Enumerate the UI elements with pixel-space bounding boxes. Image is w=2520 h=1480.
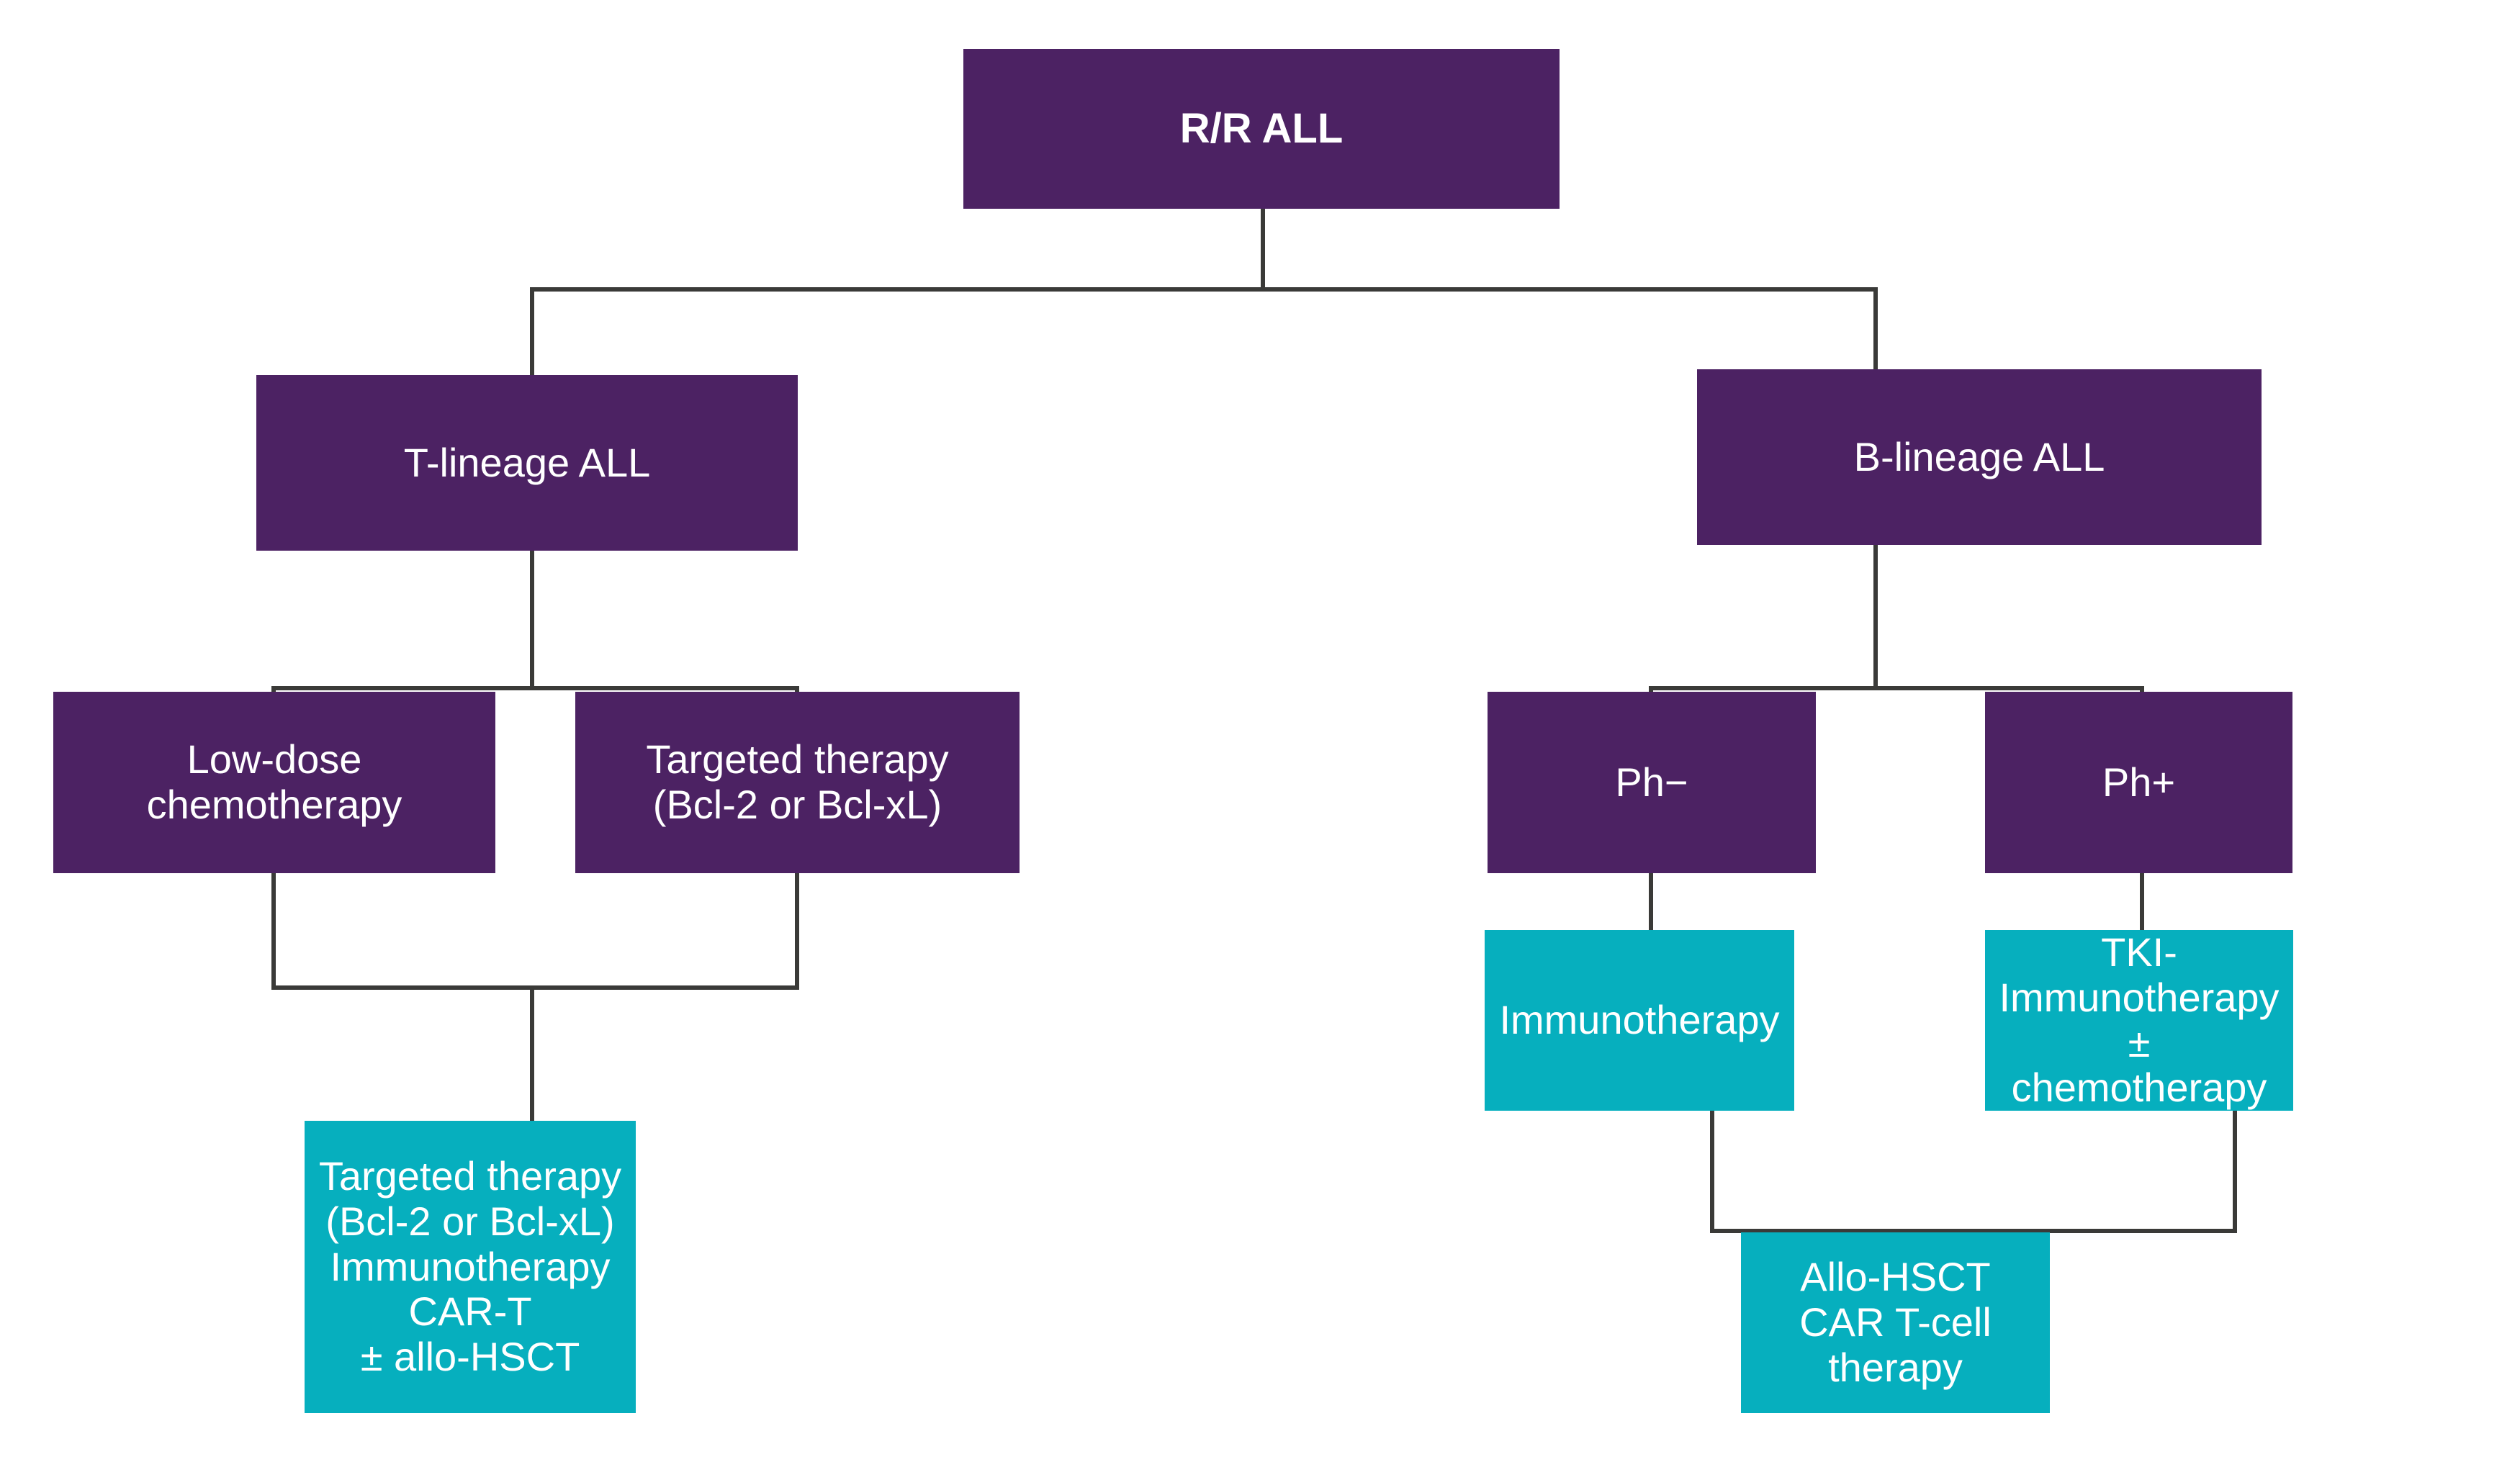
connector-to-t-lineage [530, 287, 534, 377]
node-b-lineage-all[interactable]: B-lineage ALL [1697, 369, 2262, 545]
node-root-rr-all[interactable]: R/R ALL [963, 49, 1560, 209]
connector-targeted-therapy-out [795, 873, 799, 988]
node-t-lineage-all-label: T-lineage ALL [403, 439, 651, 485]
connector-t-lineage-stem [530, 551, 534, 689]
node-ph-negative[interactable]: Ph− [1488, 692, 1816, 873]
connector-to-b-lineage [1873, 287, 1878, 372]
node-immunotherapy[interactable]: Immunotherapy [1485, 930, 1794, 1111]
node-t-lineage-outcome[interactable]: Targeted therapy (Bcl-2 or Bcl-xL) Immun… [305, 1121, 636, 1413]
connector-b-lineage-split [1649, 686, 2144, 690]
connector-b-lineage-stem [1873, 545, 1878, 689]
node-immunotherapy-label: Immunotherapy [1499, 997, 1780, 1043]
connector-root-split [530, 287, 1878, 292]
node-tki-immunotherapy-chemotherapy[interactable]: TKI- Immunotherapy ± chemotherapy [1985, 929, 2293, 1111]
node-ph-positive[interactable]: Ph+ [1985, 692, 2292, 873]
node-t-lineage-outcome-label: Targeted therapy (Bcl-2 or Bcl-xL) Immun… [318, 1153, 622, 1380]
connector-ph-positive-to-tki [2140, 873, 2144, 938]
node-low-dose-chemotherapy-label: Low-dose chemotherapy [146, 736, 402, 827]
connector-immunotherapy-out [1710, 1111, 1714, 1233]
node-b-lineage-outcome-label: Allo-HSCT CAR T-cell therapy [1799, 1254, 1992, 1390]
node-low-dose-chemotherapy[interactable]: Low-dose chemotherapy [53, 692, 495, 873]
node-b-lineage-all-label: B-lineage ALL [1853, 433, 2105, 479]
connector-to-t-outcome [530, 985, 534, 1124]
node-t-lineage-all[interactable]: T-lineage ALL [256, 375, 798, 551]
connector-ph-negative-to-immunotherapy [1649, 873, 1653, 938]
node-b-lineage-outcome[interactable]: Allo-HSCT CAR T-cell therapy [1741, 1232, 2050, 1413]
connector-root-stem [1261, 209, 1265, 292]
connector-t-lineage-split [271, 686, 799, 690]
connector-low-dose-chemo-out [271, 873, 276, 988]
node-root-rr-all-label: R/R ALL [1179, 104, 1344, 152]
node-ph-negative-label: Ph− [1615, 759, 1688, 805]
node-tki-immunotherapy-chemotherapy-label: TKI- Immunotherapy ± chemotherapy [1999, 929, 2280, 1111]
node-ph-positive-label: Ph+ [2102, 759, 2176, 805]
node-targeted-therapy-label: Targeted therapy (Bcl-2 or Bcl-xL) [646, 736, 949, 827]
node-targeted-therapy[interactable]: Targeted therapy (Bcl-2 or Bcl-xL) [575, 692, 1020, 873]
connector-tki-out [2233, 1111, 2237, 1233]
connector-t-branch-merge [271, 985, 799, 990]
